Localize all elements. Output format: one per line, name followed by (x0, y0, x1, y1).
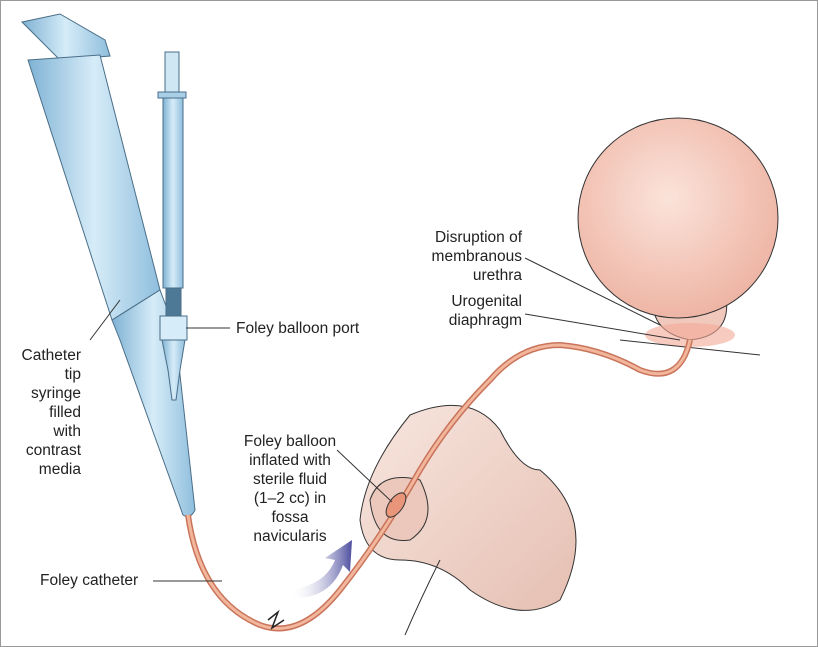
leader-lines (89, 257, 681, 582)
balloon-syringe (157, 51, 188, 401)
label-foley-balloon-port: Foley balloon port (236, 320, 360, 337)
label-foley-balloon-inflated: Foley balloon inflated with sterile flui… (243, 433, 337, 545)
bladder (577, 117, 779, 356)
label-disruption-membranous-urethra: Disruption of membranous urethra (431, 229, 522, 284)
direction-arrow-icon (290, 540, 352, 599)
label-catheter-tip-syringe: Catheter tip syringe filled with contras… (21, 347, 81, 478)
label-urogenital-diaphragm: Urogenital diaphragm (448, 293, 522, 329)
label-foley-catheter: Foley catheter (40, 572, 139, 589)
foley-catheter-lumen (186, 339, 692, 630)
break-symbol-icon (267, 609, 285, 630)
